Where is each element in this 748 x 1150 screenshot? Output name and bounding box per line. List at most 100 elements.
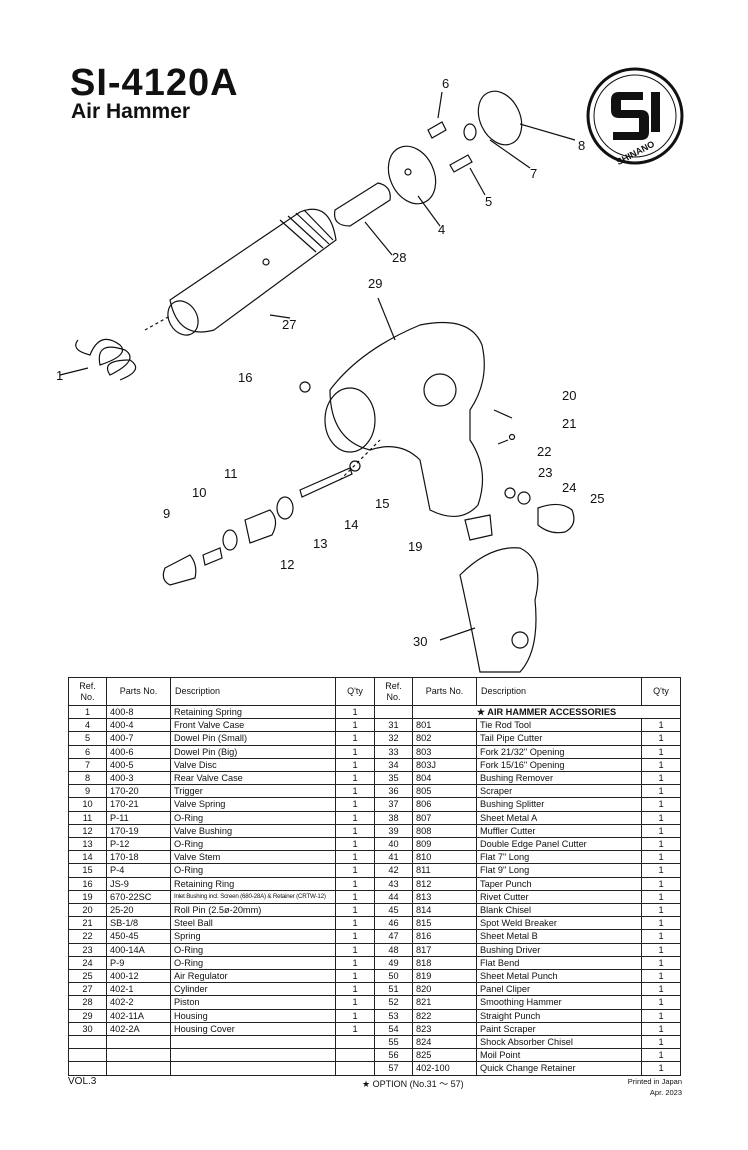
header-ref: Ref. No. — [374, 677, 413, 706]
callout-22: 22 — [537, 444, 551, 459]
qty-cell: 1 — [335, 731, 375, 746]
valve-bushing-part — [244, 509, 277, 544]
description-cell: Moil Point — [476, 1048, 642, 1063]
table-row — [68, 1035, 375, 1050]
dowel-pin-big-part — [427, 121, 447, 139]
qty-cell: 1 — [335, 889, 375, 905]
ref-cell: 25 — [68, 969, 107, 984]
ref-cell: 51 — [374, 982, 413, 997]
header-parts: Parts No. — [412, 677, 477, 706]
ref-cell: 16 — [68, 876, 107, 891]
part-no-cell: 807 — [412, 810, 477, 825]
volume-label: VOL.3 — [68, 1076, 97, 1087]
qty-cell: 1 — [335, 982, 375, 997]
o-ring-24-part — [517, 491, 531, 505]
description-cell: Inlet Bushing incl. Screen (680-28A) & R… — [170, 889, 336, 905]
qty-cell: 1 — [641, 1048, 681, 1063]
part-no-cell: P-4 — [106, 863, 171, 878]
description-cell: O-Ring — [170, 863, 336, 878]
ref-cell: 38 — [374, 810, 413, 825]
description-cell: Shock Absorber Chisel — [476, 1035, 642, 1050]
part-no-cell: 802 — [412, 731, 477, 746]
qty-cell: 1 — [641, 995, 681, 1010]
qty-cell: 1 — [641, 850, 681, 865]
ref-cell: 46 — [374, 916, 413, 931]
ref-cell: 5 — [68, 731, 107, 746]
part-no-cell: 402-2A — [106, 1021, 171, 1037]
qty-cell: 1 — [335, 718, 375, 733]
description-cell: Blank Chisel — [476, 903, 642, 918]
part-no-cell: 817 — [412, 942, 477, 957]
description-cell: Roll Pin (2.5ø-20mm) — [170, 903, 336, 918]
ref-cell: 6 — [68, 744, 107, 759]
ref-cell: 15 — [68, 863, 107, 878]
qty-cell: 1 — [335, 757, 375, 773]
qty-cell: 1 — [641, 1061, 681, 1076]
description-cell: Tail Pipe Cutter — [476, 731, 642, 746]
description-cell: Sheet Metal Punch — [476, 969, 642, 984]
ref-cell: 24 — [68, 955, 107, 971]
header-description: Description — [476, 677, 642, 706]
qty-cell: 1 — [641, 1035, 681, 1050]
qty-cell: 1 — [641, 757, 681, 773]
description-cell: Dowel Pin (Big) — [170, 744, 336, 759]
qty-cell: 1 — [641, 982, 681, 997]
description-cell: Scraper — [476, 784, 642, 799]
qty-cell: 1 — [335, 837, 375, 852]
o-ring-11-part — [222, 529, 238, 551]
retaining-spring-part — [59, 338, 137, 381]
description-cell: Rivet Cutter — [476, 889, 642, 905]
description-cell: Housing Cover — [170, 1021, 336, 1037]
spring-part — [497, 439, 509, 445]
description-cell: O-Ring — [170, 942, 336, 957]
qty-cell: 1 — [335, 850, 375, 865]
part-no-cell: 812 — [412, 876, 477, 891]
callout-24: 24 — [562, 480, 576, 495]
callout-23: 23 — [538, 465, 552, 480]
description-cell: Steel Ball — [170, 916, 336, 931]
description-cell — [170, 1035, 336, 1050]
description-cell: Panel Cliper — [476, 982, 642, 997]
qty-cell: 1 — [641, 955, 681, 971]
part-no-cell: 808 — [412, 823, 477, 839]
part-no-cell: JS-9 — [106, 876, 171, 891]
part-no-cell: 818 — [412, 955, 477, 971]
part-no-cell: 670-22SC — [106, 889, 171, 905]
description-cell: Straight Punch — [476, 1008, 642, 1023]
housing-part — [324, 297, 485, 517]
header-description: Description — [170, 677, 336, 706]
printed-in: Printed in Japan — [627, 1077, 682, 1086]
part-no-cell — [106, 1061, 171, 1076]
part-no-cell: 170-20 — [106, 784, 171, 799]
qty-cell: 1 — [641, 744, 681, 759]
qty-cell: 1 — [641, 731, 681, 746]
ref-cell: 29 — [68, 1008, 107, 1023]
description-cell: Trigger — [170, 784, 336, 799]
ref-cell: 36 — [374, 784, 413, 799]
qty-cell: 1 — [335, 969, 375, 984]
shinano-logo: SHINANO — [586, 67, 684, 166]
part-no-cell: 400-7 — [106, 731, 171, 746]
qty-cell: 1 — [641, 771, 681, 786]
print-info: Printed in Japan Apr. 2023 — [628, 1076, 682, 1098]
qty-cell — [335, 1061, 375, 1076]
qty-cell: 1 — [335, 916, 375, 931]
part-no-cell: 402-11A — [106, 1008, 171, 1023]
description-cell: Valve Disc — [170, 757, 336, 773]
